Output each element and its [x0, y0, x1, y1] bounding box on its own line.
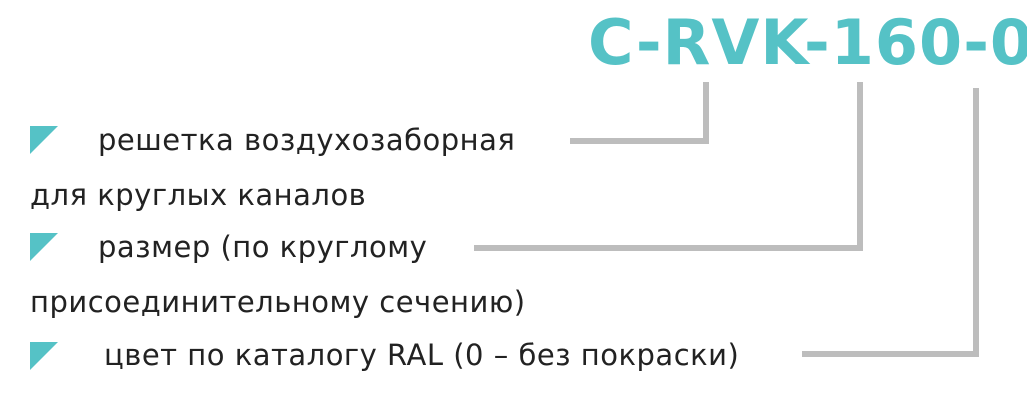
- item-2-line-2: присоединительному сечению): [30, 285, 526, 319]
- triangle-bullet-icon: [30, 126, 58, 154]
- connector-line-1: [570, 82, 709, 144]
- connector-line-3: [802, 88, 979, 357]
- connector-line-2: [474, 82, 863, 251]
- item-1-line-2: для круглых каналов: [30, 178, 367, 212]
- triangle-bullet-icon: [30, 342, 58, 370]
- item-1-line-1: решетка воздухозаборная: [98, 123, 516, 157]
- item-3-line-1: цвет по каталогу RAL (0 – без покраски): [104, 338, 740, 372]
- triangle-bullet-icon: [30, 233, 58, 261]
- item-2-line-1: размер (по круглому: [98, 230, 428, 264]
- product-code: C-RVK-160-0: [588, 6, 1027, 79]
